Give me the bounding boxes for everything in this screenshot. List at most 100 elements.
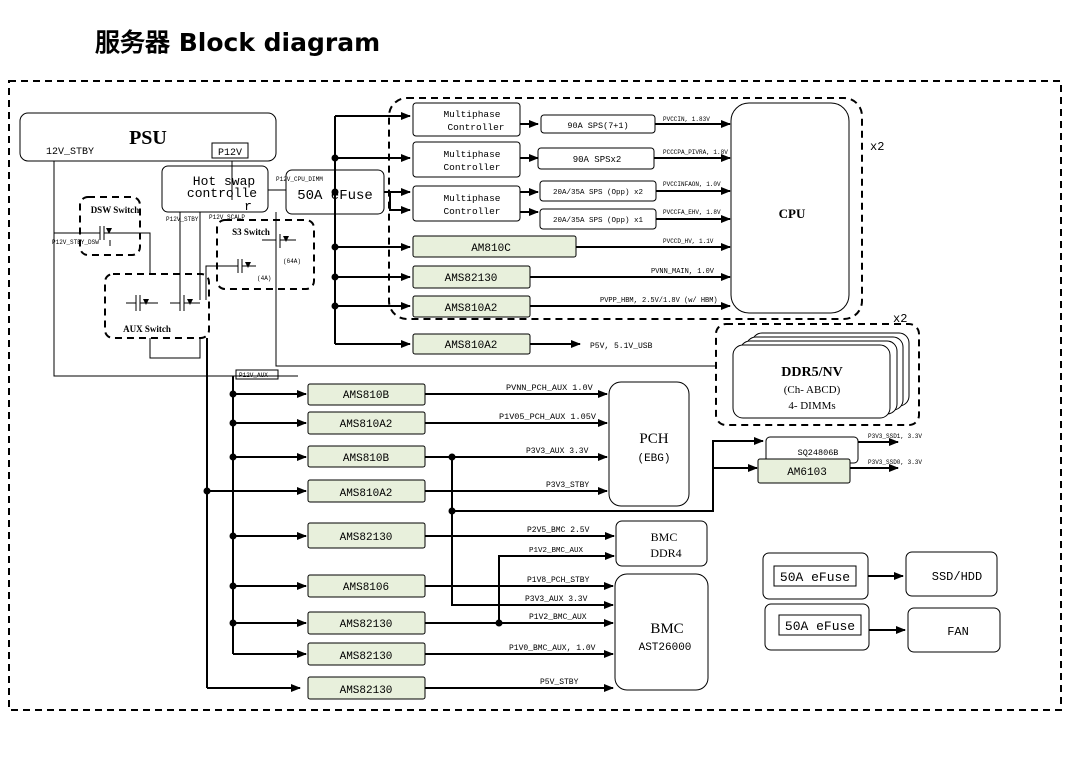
rail-p5v-usb: P5V, 5.1V_USB bbox=[590, 342, 653, 351]
aux-mosfet-icon-b bbox=[170, 295, 200, 311]
svg-text:20A/35A SPS (Opp) x2: 20A/35A SPS (Opp) x2 bbox=[553, 189, 643, 197]
rail-p1v2-bmc-aux: P1V2_BMC_AUX bbox=[529, 613, 587, 622]
p12v-label: P12V bbox=[218, 148, 242, 159]
reg-sq24806b: SQ24806B bbox=[765, 436, 859, 464]
ddr-line1: DDR5/NV bbox=[781, 365, 842, 380]
svg-text:Controller: Controller bbox=[443, 162, 500, 173]
rail-p3v3-ssd1: P3V3_SSD1, 3.3V bbox=[868, 433, 922, 440]
cpu-count: x2 bbox=[870, 140, 884, 154]
rail-p5v-stby: P5V_STBY bbox=[540, 678, 579, 687]
svg-text:Controller: Controller bbox=[447, 122, 504, 133]
multiphase-controller-1: Multiphase Controller bbox=[412, 102, 521, 137]
rail-pvccd-hv: PVCCD_HV, 1.1V bbox=[663, 238, 714, 245]
cpu-group-frame bbox=[388, 97, 863, 320]
reg-ams810b-pvnn: AMS810B bbox=[307, 383, 426, 406]
rail-pvccinfaon: PVCCINFAON, 1.0V bbox=[663, 181, 721, 188]
bmc-ddr4-line1: BMC bbox=[651, 530, 678, 544]
reg-am6103: AM6103 bbox=[757, 458, 851, 484]
cpu-block bbox=[730, 102, 850, 314]
svg-text:AMS810B: AMS810B bbox=[343, 453, 390, 465]
efuse-fan: 50A eFuse bbox=[764, 603, 870, 651]
rail-p1v05-pch-aux: P1V05_PCH_AUX 1.05V bbox=[499, 412, 597, 422]
svg-text:AMS82130: AMS82130 bbox=[340, 685, 393, 697]
svg-text:Multiphase: Multiphase bbox=[443, 109, 500, 120]
ddr-group-frame bbox=[715, 323, 920, 426]
reg-ams82130-cpu: AMS82130 bbox=[412, 265, 531, 289]
rail-p3v3-ssd0: P3V3_SSD0, 3.3V bbox=[868, 459, 922, 466]
p12v-aux-tag bbox=[235, 369, 279, 380]
svg-text:SQ24806B: SQ24806B bbox=[798, 448, 839, 458]
label-p12v-stby-dsw: P12V_STBY_DSW bbox=[52, 239, 99, 246]
bmc-line1: BMC bbox=[650, 621, 683, 637]
rail-pvnn-pch-aux: PVNN_PCH_AUX 1.0V bbox=[506, 383, 594, 393]
hot-swap-line2: controlle bbox=[187, 186, 257, 201]
s3-mosfet-icon-b bbox=[228, 259, 256, 273]
ddr-line3: 4- DIMMs bbox=[788, 400, 835, 412]
page-title: 服务器 Block diagram bbox=[95, 28, 380, 57]
hot-swap-line3: r bbox=[244, 199, 252, 214]
hot-swap-controller bbox=[161, 165, 269, 213]
dsw-mosfet-icon bbox=[88, 226, 122, 246]
aux-switch-label: AUX Switch bbox=[123, 324, 171, 334]
bmc-ddr4-block bbox=[615, 520, 708, 567]
aux-mosfet-icon-a bbox=[126, 295, 158, 311]
reg-ams8106: AMS8106 bbox=[307, 574, 426, 598]
svg-text:AMS82130: AMS82130 bbox=[340, 532, 393, 544]
bmc-line2: AST26000 bbox=[639, 642, 692, 654]
svg-text:Multiphase: Multiphase bbox=[443, 193, 500, 204]
rail-pvnn-main: PVNN_MAIN, 1.0V bbox=[651, 268, 715, 276]
reg-am810c: AM810C bbox=[412, 235, 577, 258]
reg-ams810b-p3v3: AMS810B bbox=[307, 445, 426, 468]
label-p12v-stby: P12V_STBY bbox=[166, 216, 199, 223]
multiphase-controller-2: Multiphase Controller bbox=[412, 141, 521, 178]
reg-ams82130-p5v: AMS82130 bbox=[307, 676, 426, 700]
svg-text:Multiphase: Multiphase bbox=[443, 149, 500, 160]
psu-label: PSU bbox=[129, 127, 167, 149]
rail-pvpp-hbm: PVPP_HBM, 2.5V/1.8V (w/ HBM) bbox=[600, 297, 718, 305]
wire-aux-out bbox=[149, 338, 201, 359]
wire-s3 bbox=[205, 265, 228, 300]
rail-pvccin: PVCCIN, 1.83V bbox=[663, 116, 710, 123]
pch-label: PCH bbox=[639, 431, 668, 447]
sps-stage-2: 90A SPSx2 bbox=[537, 147, 655, 170]
svg-text:AMS8106: AMS8106 bbox=[343, 582, 389, 594]
wire-dsw bbox=[54, 232, 151, 275]
svg-text:SSD/HDD: SSD/HDD bbox=[932, 570, 982, 584]
sps-stage-1: 90A SPS(7+1) bbox=[540, 114, 656, 134]
svg-text:AMS810A2: AMS810A2 bbox=[445, 303, 498, 315]
bmc-block bbox=[614, 573, 709, 691]
wire-hotswap bbox=[179, 161, 233, 300]
svg-text:20A/35A SPS (Opp) x1: 20A/35A SPS (Opp) x1 bbox=[553, 217, 644, 225]
svg-text:AM810C: AM810C bbox=[471, 243, 511, 255]
dsw-switch-label: DSW Switch bbox=[91, 205, 140, 215]
rail-pvccfa-ehv: PVCCFA_EHV, 1.8V bbox=[663, 209, 721, 216]
multiphase-controller-3: Multiphase Controller bbox=[412, 185, 521, 222]
svg-text:AMS810A2: AMS810A2 bbox=[340, 419, 393, 431]
label-64a: (64A) bbox=[283, 258, 301, 265]
rail-p3v3-aux-pch: P3V3_AUX 3.3V bbox=[526, 447, 589, 456]
ddr-block bbox=[732, 344, 891, 419]
psu-stby-label: 12V_STBY bbox=[46, 147, 94, 158]
sps-stage-3: 20A/35A SPS (Opp) x2 bbox=[539, 180, 657, 202]
svg-text:AMS810B: AMS810B bbox=[343, 390, 390, 402]
label-4a: (4A) bbox=[257, 275, 271, 282]
wire-p12v-cpu-dimm bbox=[268, 189, 716, 367]
reg-ams810a2-hbm: AMS810A2 bbox=[412, 295, 531, 318]
reg-ams810a2-stby: AMS810A2 bbox=[307, 479, 426, 503]
reg-ams810a2-p1v05: AMS810A2 bbox=[307, 411, 426, 435]
rail-p3v3-stby: P3V3_STBY bbox=[546, 481, 589, 490]
ssd-hdd-block: SSD/HDD bbox=[905, 551, 998, 597]
rail-p1v2-bmc-aux-ddr: P1V2_BMC_AUX bbox=[529, 547, 584, 555]
p12v-tag bbox=[211, 142, 249, 159]
hot-swap-line1: Hot swap bbox=[193, 174, 255, 189]
reg-ams82130-p1v0: AMS82130 bbox=[307, 642, 426, 666]
pch-sub: (EBG) bbox=[637, 453, 670, 465]
ddr-line2: (Ch- ABCD) bbox=[784, 384, 841, 396]
svg-text:FAN: FAN bbox=[947, 625, 969, 639]
rail-p2v5-bmc: P2V5_BMC 2.5V bbox=[527, 526, 590, 535]
svg-text:90A SPS(7+1): 90A SPS(7+1) bbox=[567, 121, 628, 131]
svg-text:AM6103: AM6103 bbox=[787, 467, 827, 479]
svg-text:AMS82130: AMS82130 bbox=[445, 273, 498, 285]
label-p12v-cpu-dimm: P12V_CPU_DIMM bbox=[276, 176, 323, 183]
fan-block: FAN bbox=[907, 607, 1001, 653]
